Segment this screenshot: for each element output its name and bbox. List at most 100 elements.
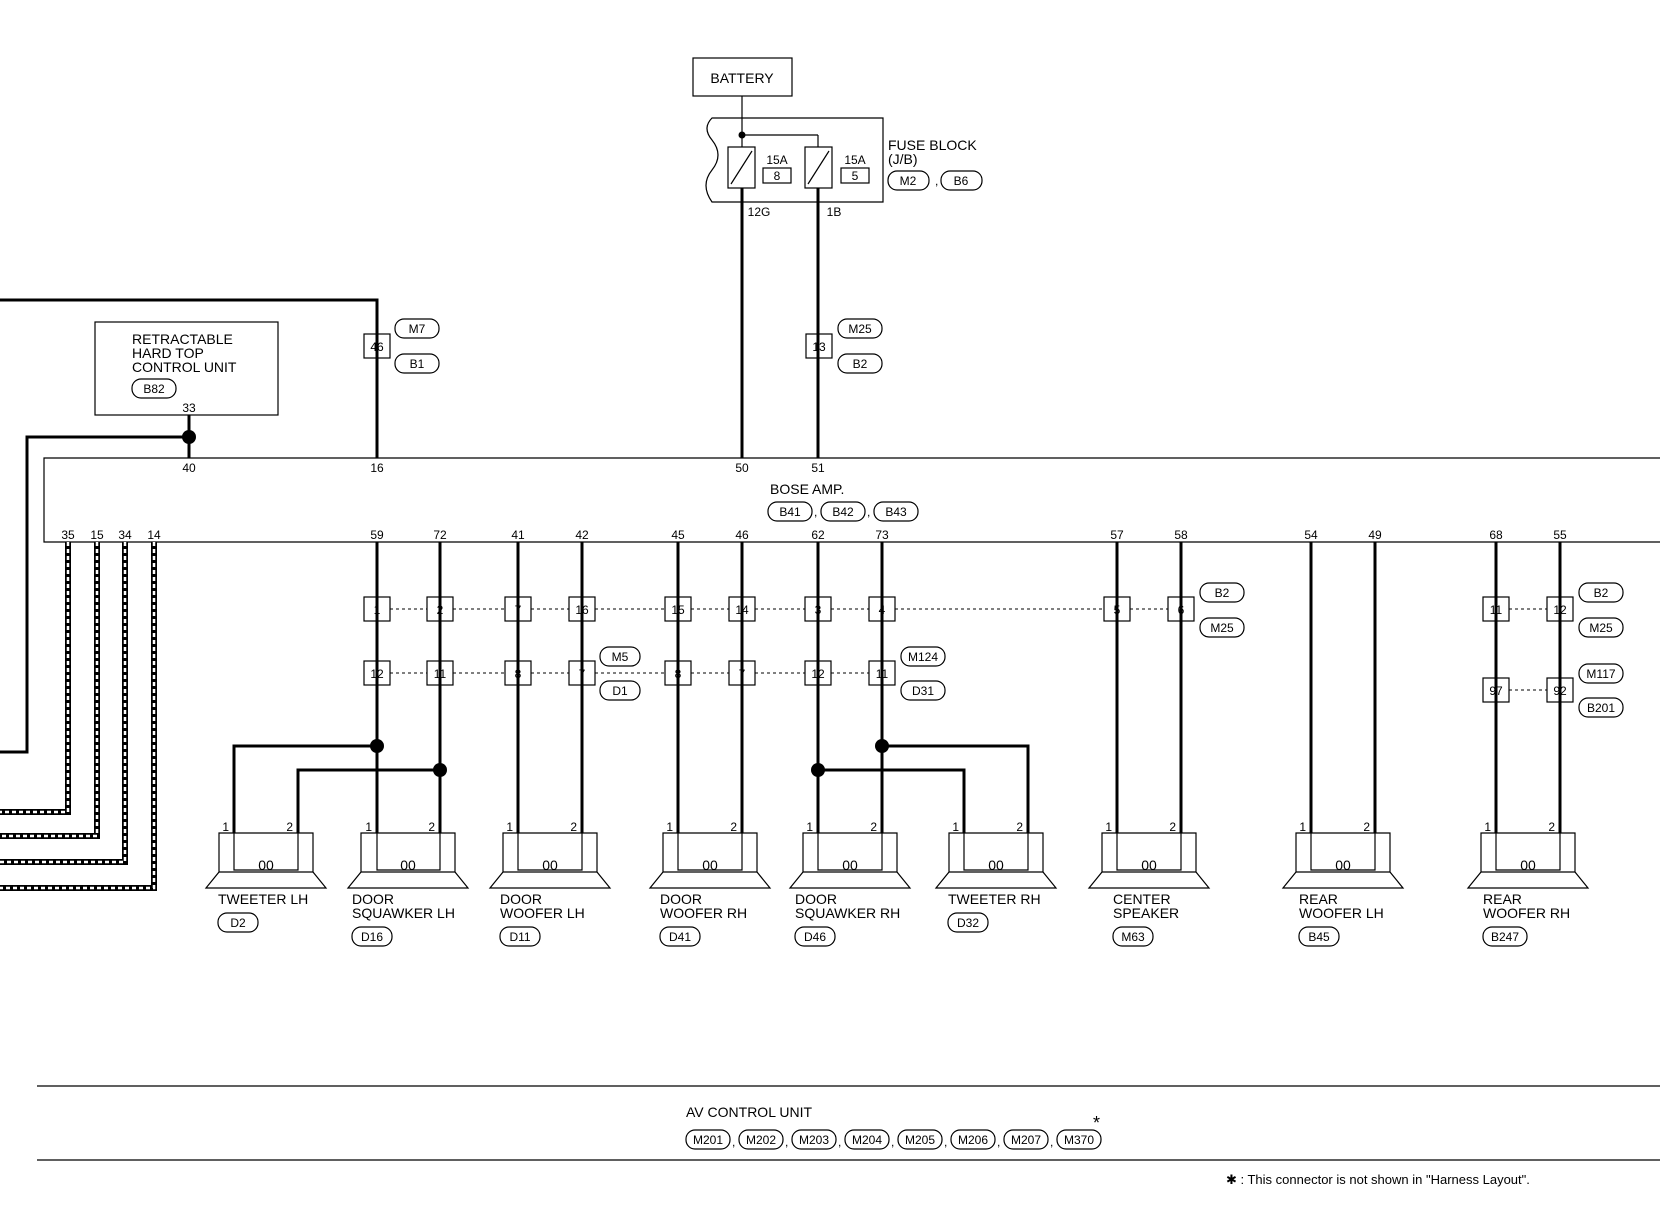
shielded-wires — [0, 542, 157, 891]
svg-text:4: 4 — [879, 603, 886, 617]
svg-text:M63: M63 — [1121, 930, 1145, 944]
amp-pin-59: 59 — [370, 528, 384, 542]
svg-text:,: , — [814, 505, 817, 519]
svg-text:2: 2 — [1169, 820, 1176, 834]
fuse-rating-1: 15A — [766, 153, 787, 167]
svg-text:B2: B2 — [1594, 586, 1609, 600]
svg-text:TWEETER LH: TWEETER LH — [218, 891, 308, 907]
svg-text:,: , — [1050, 1135, 1053, 1149]
svg-text:6: 6 — [1178, 603, 1185, 617]
svg-text:,: , — [785, 1135, 788, 1149]
svg-text:2: 2 — [1363, 820, 1370, 834]
svg-text:46: 46 — [370, 340, 384, 354]
av-connector-M370 — [1056, 1129, 1102, 1150]
footnote: ✱ : This connector is not shown in "Harn… — [1226, 1172, 1530, 1187]
coil-symbol: 00 — [1520, 857, 1536, 873]
amp-pin-62: 62 — [811, 528, 825, 542]
svg-text:1: 1 — [952, 820, 959, 834]
row2-connector-2: 8 — [504, 660, 532, 686]
row3-connector-1: 92 — [1546, 677, 1574, 703]
row2-connector-0: 12 — [363, 660, 391, 686]
svg-text:B2: B2 — [1215, 586, 1230, 600]
svg-text:M124: M124 — [908, 650, 938, 664]
svg-text:,: , — [732, 1135, 735, 1149]
svg-text:DOOR: DOOR — [500, 891, 542, 907]
svg-text:16: 16 — [370, 461, 384, 475]
row1-connector-2: 7 — [504, 596, 532, 622]
svg-text:15: 15 — [671, 603, 685, 617]
row1-connector-9: 6 — [1167, 596, 1195, 622]
svg-text:M201: M201 — [693, 1133, 723, 1147]
amp-pin-49: 49 — [1368, 528, 1382, 542]
svg-text:2: 2 — [1548, 820, 1555, 834]
svg-text:WOOFER LH: WOOFER LH — [1299, 905, 1384, 921]
amp-pin-42: 42 — [575, 528, 589, 542]
row2-connector-1: 11 — [426, 660, 454, 686]
svg-text:B201: B201 — [1587, 701, 1615, 715]
row2-connector-4: 8 — [664, 660, 692, 686]
svg-text:B2: B2 — [853, 357, 868, 371]
fuse-rating-2: 15A — [844, 153, 865, 167]
row1-connector-7: 4 — [868, 596, 896, 622]
fuse-connector-1: M2 — [900, 174, 917, 188]
svg-text:35: 35 — [61, 528, 75, 542]
svg-text:B1: B1 — [410, 357, 425, 371]
svg-text:D32: D32 — [957, 916, 979, 930]
row1-connector-3: 16 — [568, 596, 596, 622]
wire-pin-16 — [0, 298, 379, 458]
bose-amp: 40 16 50 51 BOSE AMP. B41 , B42 , B43 35… — [43, 457, 1660, 543]
coil-symbol: 00 — [842, 857, 858, 873]
row2-connector-7: 11 — [868, 660, 896, 686]
amp-label: BOSE AMP. — [770, 481, 844, 497]
svg-text:WOOFER RH: WOOFER RH — [1483, 905, 1570, 921]
av-connector-M205 — [897, 1129, 943, 1150]
svg-text:,: , — [891, 1135, 894, 1149]
svg-text:B247: B247 — [1491, 930, 1519, 944]
svg-text:16: 16 — [575, 603, 589, 617]
svg-text:,: , — [838, 1135, 841, 1149]
svg-text:B41: B41 — [779, 505, 801, 519]
svg-text:D46: D46 — [804, 930, 826, 944]
svg-text:CONTROL UNIT: CONTROL UNIT — [132, 359, 237, 375]
amp-pin-46: 46 — [735, 528, 749, 542]
svg-text:14: 14 — [735, 603, 749, 617]
svg-text:2: 2 — [428, 820, 435, 834]
svg-text:1: 1 — [806, 820, 813, 834]
row1-connector-11: 12 — [1546, 596, 1574, 622]
fuse-block-subtitle: (J/B) — [888, 151, 918, 167]
amp-pin-72: 72 — [433, 528, 447, 542]
svg-text:5: 5 — [1114, 603, 1121, 617]
svg-text:DOOR: DOOR — [352, 891, 394, 907]
svg-text:14: 14 — [147, 528, 161, 542]
svg-text:M202: M202 — [746, 1133, 776, 1147]
svg-text:11: 11 — [434, 667, 447, 681]
splice-0 — [370, 739, 384, 753]
svg-text:,: , — [867, 505, 870, 519]
svg-text:2: 2 — [1016, 820, 1023, 834]
row1-connector-4: 15 — [664, 596, 692, 622]
svg-text:M205: M205 — [905, 1133, 935, 1147]
svg-text:2: 2 — [437, 603, 444, 617]
svg-text:8: 8 — [515, 667, 522, 681]
row1-connector-10: 11 — [1482, 596, 1510, 622]
svg-text:33: 33 — [182, 401, 196, 415]
svg-text:1: 1 — [506, 820, 513, 834]
svg-text:15: 15 — [90, 528, 104, 542]
battery-label: BATTERY — [710, 70, 774, 86]
splice-1 — [433, 763, 447, 777]
av-asterisk: * — [1093, 1113, 1100, 1133]
row2-connector-5: 7 — [728, 660, 756, 686]
coil-symbol: 00 — [1141, 857, 1157, 873]
svg-text:D1: D1 — [612, 684, 628, 698]
battery: BATTERY — [692, 57, 793, 135]
amp-pin-58: 58 — [1174, 528, 1188, 542]
svg-text:B82: B82 — [143, 382, 165, 396]
svg-text:1: 1 — [365, 820, 372, 834]
svg-text:11: 11 — [876, 667, 889, 681]
